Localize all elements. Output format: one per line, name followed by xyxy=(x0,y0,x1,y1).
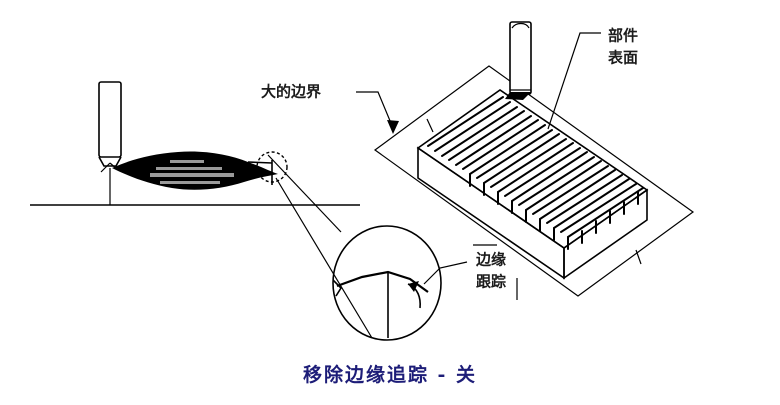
large-boundary-leader xyxy=(356,91,394,129)
large-boundary-parallelogram xyxy=(373,65,695,297)
toolpath-hatch-passes xyxy=(427,96,644,238)
blob-stripe-lower xyxy=(160,181,220,184)
part-surface-label-line2: 表面 xyxy=(608,49,638,67)
magnifier-leader-lower xyxy=(275,177,373,339)
boundary-tick-lower-right xyxy=(635,249,642,265)
magnified-left-notch xyxy=(332,279,343,297)
detail-magnifier-circle xyxy=(332,225,442,341)
left-tool-body xyxy=(98,81,122,158)
part-surface-leader xyxy=(547,32,601,130)
material-blob xyxy=(112,151,278,190)
right-isometric-view xyxy=(373,21,695,300)
toolpath-hatch-front-lip xyxy=(469,173,639,250)
detail-source-surface-line xyxy=(247,161,273,164)
large-boundary-callout: 大的边界 xyxy=(261,83,399,134)
edge-tracking-leader xyxy=(423,261,468,285)
edge-tracking-label-line1: 边缘 xyxy=(475,251,506,269)
edge-tracking-callout: 边缘 跟踪 xyxy=(423,251,506,291)
edge-tracking-arrow-head xyxy=(408,281,419,292)
figure-caption: 移除边缘追踪 - 关 xyxy=(302,364,478,386)
left-tool-tip xyxy=(98,156,122,167)
boundary-tick-upper-left xyxy=(426,118,434,133)
blob-stripe-mid-upper xyxy=(156,167,222,170)
blob-stripe-top xyxy=(170,160,204,163)
large-boundary-label: 大的边界 xyxy=(261,83,321,101)
block-front-right-face xyxy=(563,188,648,280)
part-surface-label-line1: 部件 xyxy=(608,27,638,45)
left-side-view xyxy=(30,81,442,341)
right-tool-body xyxy=(509,21,532,95)
right-tool-engagement xyxy=(505,92,531,100)
edge-tracking-label-line2: 跟踪 xyxy=(476,273,506,291)
magnifier-leader-upper xyxy=(267,154,342,233)
part-surface-callout: 部件 表面 xyxy=(547,27,638,130)
right-tool-top-cap xyxy=(511,22,530,29)
large-boundary-arrowhead xyxy=(387,120,399,134)
blob-stripe-mid xyxy=(150,173,234,177)
